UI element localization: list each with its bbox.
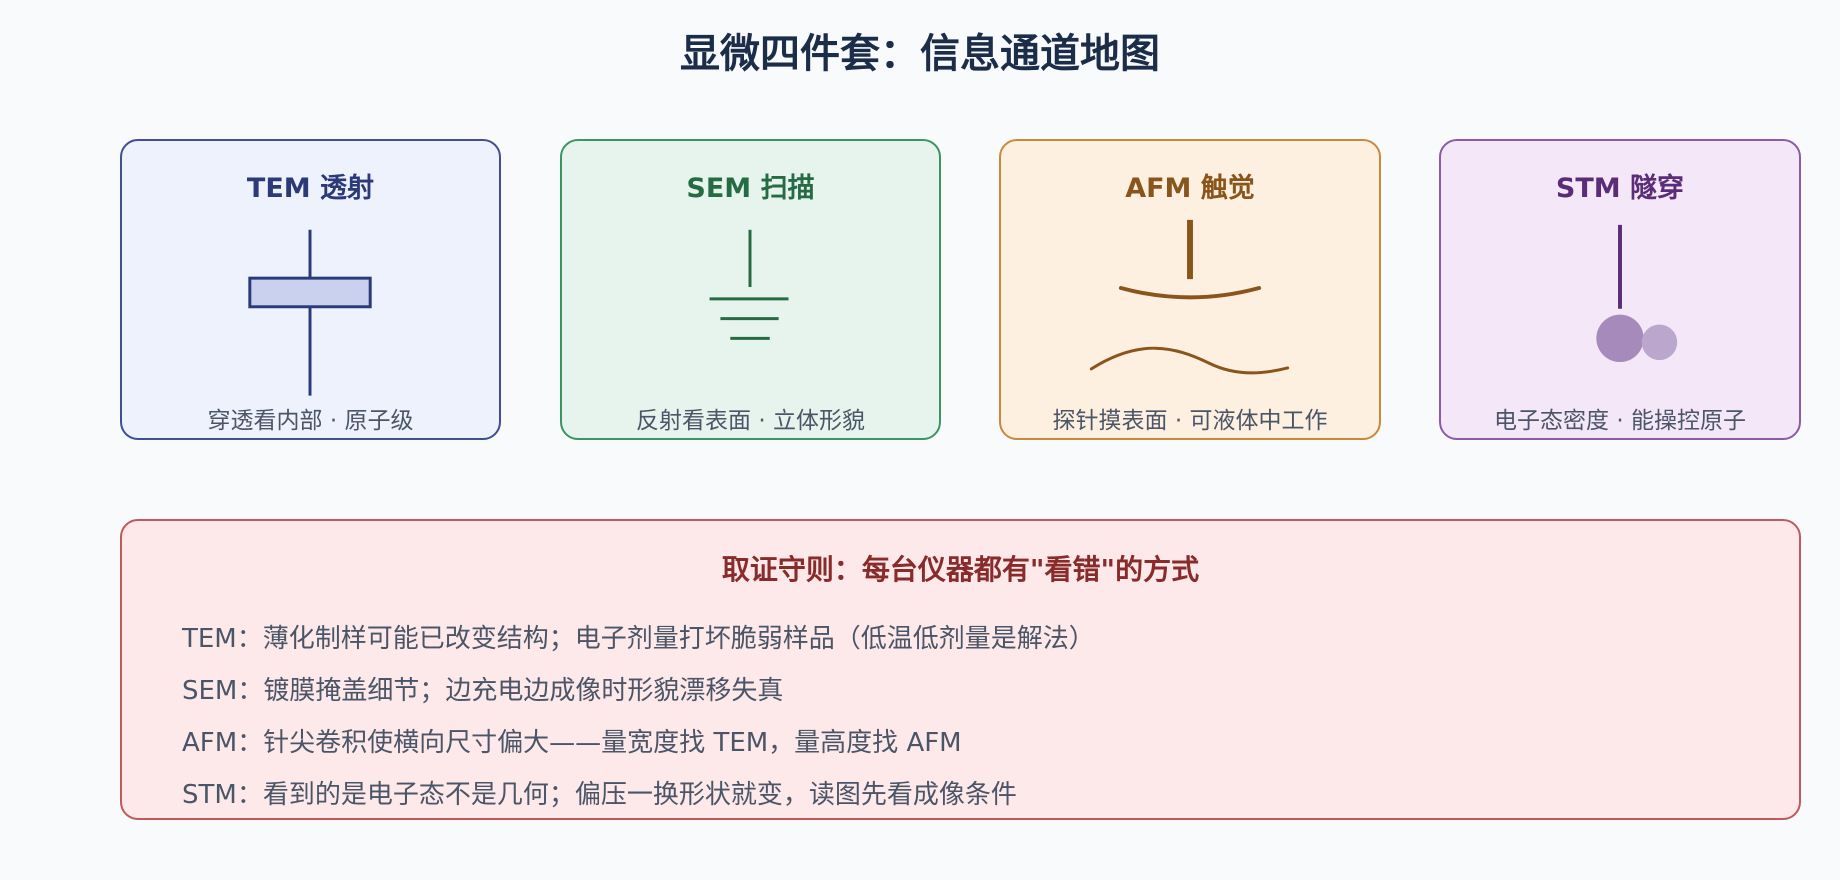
card-caption: 反射看表面 · 立体形貌 — [636, 408, 865, 434]
card-stm: STM 隧穿 电子态密度 · 能操控原子 — [1439, 139, 1801, 440]
rules-list: TEM：薄化制样可能已改变结构；电子剂量打坏脆弱样品（低温低剂量是解法） SEM… — [182, 613, 1095, 821]
card-title: AFM 触觉 — [1125, 173, 1255, 204]
card-caption: 穿透看内部 · 原子级 — [207, 408, 414, 434]
rule-item-stm: STM：看到的是电子态不是几何；偏压一换形状就变，读图先看成像条件 — [182, 780, 1017, 810]
transmission-icon — [248, 229, 372, 396]
card-sem: SEM 扫描 反射看表面 · 立体形貌 — [560, 139, 941, 440]
card-tem: TEM 透射 穿透看内部 · 原子级 — [120, 139, 501, 440]
tunneling-tip-icon — [1596, 224, 1678, 363]
card-title: SEM 扫描 — [686, 173, 815, 204]
rules-title: 取证守则：每台仪器都有"看错"的方式 — [721, 553, 1200, 586]
rule-item-tem: TEM：薄化制样可能已改变结构；电子剂量打坏脆弱样品（低温低剂量是解法） — [182, 624, 1095, 654]
card-title: TEM 透射 — [246, 173, 375, 204]
probe-tip-icon — [1089, 219, 1290, 375]
rule-item-afm: AFM：针尖卷积使横向尺寸偏大——量宽度找 TEM，量高度找 AFM — [182, 728, 962, 758]
forensic-rules-panel: 取证守则：每台仪器都有"看错"的方式 TEM：薄化制样可能已改变结构；电子剂量打… — [120, 519, 1801, 820]
scan-reflection-icon — [709, 229, 789, 340]
card-caption: 探针摸表面 · 可液体中工作 — [1052, 408, 1328, 434]
card-afm: AFM 触觉 探针摸表面 · 可液体中工作 — [999, 139, 1381, 440]
page-title: 显微四件套：信息通道地图 — [680, 31, 1160, 77]
card-caption: 电子态密度 · 能操控原子 — [1494, 408, 1746, 434]
rule-item-sem: SEM：镀膜掩盖细节；边充电边成像时形貌漂移失真 — [182, 676, 784, 706]
card-title: STM 隧穿 — [1555, 173, 1685, 204]
